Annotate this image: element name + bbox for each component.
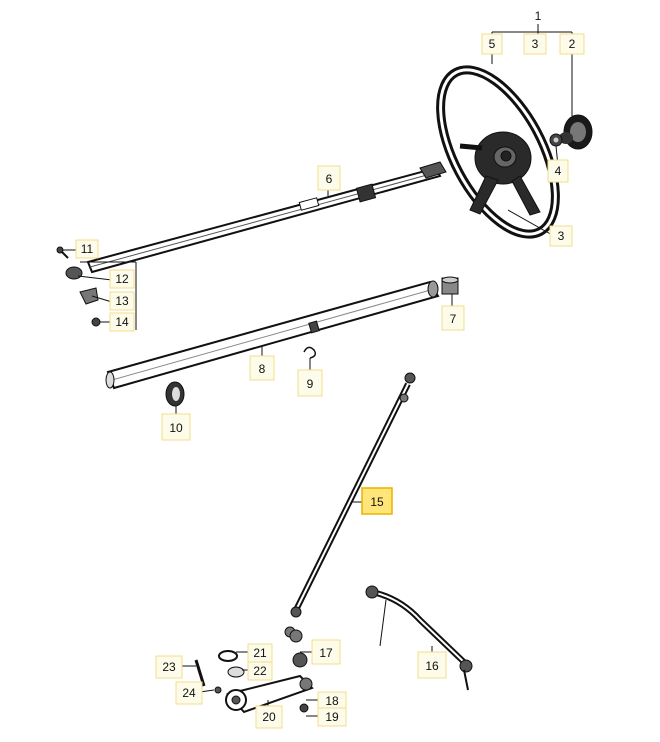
label-5: 5 [489,37,496,51]
steering-shaft [86,161,447,274]
steering-wheel [436,65,560,239]
horn-button [559,114,593,150]
callout-15-highlighted: 15 [361,487,393,515]
label-14: 14 [115,315,129,329]
label-12: 12 [115,272,129,286]
callout-4: 4 [547,159,569,183]
label-3-top: 3 [532,37,539,51]
clamp-parts [56,246,101,327]
label-8: 8 [259,362,266,376]
label-4: 4 [555,164,562,178]
label-7: 7 [450,312,457,326]
callout-16: 16 [417,651,447,679]
label-18: 18 [325,694,339,708]
callouts: 1 5 3 2 4 3 6 7 [75,9,585,729]
callout-17: 17 [311,639,341,665]
label-15: 15 [370,495,384,509]
tie-rod [284,372,416,638]
callout-5: 5 [481,33,503,55]
callout-1: 1 [535,9,542,23]
callout-14: 14 [109,312,135,332]
label-1: 1 [535,9,542,23]
callout-22: 22 [247,661,273,681]
callout-20: 20 [255,705,283,729]
callout-21: 21 [247,643,273,663]
label-2: 2 [569,37,576,51]
callout-6: 6 [317,165,341,191]
label-20: 20 [262,710,276,724]
callout-13: 13 [109,291,135,311]
bushing [441,276,459,295]
label-6: 6 [326,172,333,186]
label-11: 11 [81,242,94,256]
drag-link [365,585,473,691]
callout-3: 3 [549,225,573,247]
label-23: 23 [162,660,176,674]
callout-19: 19 [317,707,347,727]
clip [303,346,317,359]
callout-7: 7 [441,305,465,331]
callout-12: 12 [109,269,135,289]
callout-3-top: 3 [523,33,547,55]
label-24: 24 [182,686,196,700]
callout-2: 2 [559,33,585,55]
callout-9: 9 [297,369,323,397]
column-tube [105,280,440,390]
label-10: 10 [169,421,183,435]
label-16: 16 [425,659,439,673]
callout-11: 11 [75,239,99,259]
callout-24: 24 [175,681,203,705]
callout-8: 8 [249,355,275,381]
callout-10: 10 [161,413,191,441]
label-19: 19 [325,710,339,724]
steering-nut [549,133,563,147]
label-22: 22 [253,664,267,678]
label-9: 9 [307,377,314,391]
callout-23: 23 [155,655,183,679]
seal-ring [165,381,185,407]
label-3: 3 [558,229,565,243]
label-13: 13 [115,294,129,308]
label-21: 21 [253,646,267,660]
label-17: 17 [319,646,333,660]
callout-18: 18 [317,691,347,711]
pitman-arm [194,629,314,714]
